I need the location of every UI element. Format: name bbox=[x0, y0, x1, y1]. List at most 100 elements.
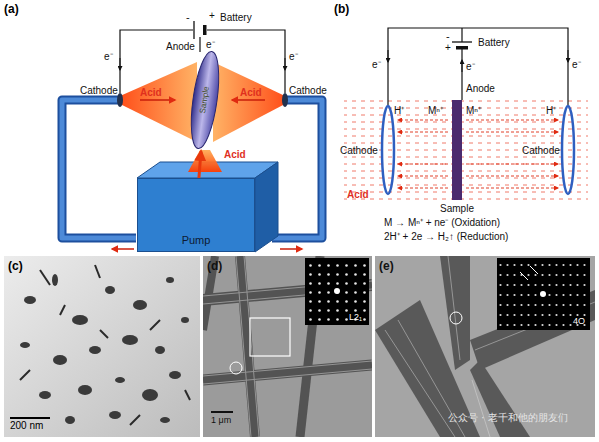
panel-letter: (c) bbox=[8, 260, 23, 272]
acid-flow-connector bbox=[199, 151, 201, 178]
pointer-arrow bbox=[520, 266, 538, 280]
tem-image bbox=[53, 355, 67, 365]
tem-image bbox=[105, 286, 115, 294]
ion-label: Mⁿ⁺ bbox=[428, 106, 443, 116]
panel-letter: (b) bbox=[334, 3, 349, 15]
equation-text: 2H⁺ + 2e → H₂↑ (Reduction) bbox=[384, 232, 508, 242]
battery-symbol bbox=[193, 21, 194, 39]
ion-flow-arrow bbox=[466, 176, 558, 177]
scale-label: 1 μm bbox=[211, 416, 231, 425]
battery-symbol bbox=[456, 46, 468, 50]
tem-image bbox=[203, 361, 372, 376]
tem-image bbox=[60, 305, 65, 315]
electron-label: e⁻ bbox=[289, 52, 298, 62]
tem-image bbox=[160, 417, 170, 423]
electron-label: e⁻ bbox=[466, 62, 475, 72]
panel-letter: (d) bbox=[207, 260, 222, 272]
tem-image bbox=[4, 256, 200, 437]
pattern-label: 4O bbox=[573, 317, 585, 326]
diffraction-background bbox=[305, 258, 369, 325]
acid-fountain bbox=[188, 150, 222, 172]
electron-label: e⁻ bbox=[372, 60, 381, 70]
acid-label: Acid bbox=[347, 190, 369, 200]
electron-arrow bbox=[120, 58, 121, 70]
pointer-arrow bbox=[530, 266, 538, 274]
ion-flow-arrow bbox=[398, 176, 448, 177]
electron-label: e⁻ bbox=[206, 40, 215, 50]
battery-symbol bbox=[203, 25, 207, 35]
electrode-label: Cathode bbox=[522, 146, 560, 156]
disk-outline bbox=[186, 50, 223, 150]
tem-image bbox=[375, 256, 595, 437]
ion-label: H⁺ bbox=[394, 106, 404, 116]
tem-panel: (e)4O bbox=[375, 256, 595, 437]
electrode-label: Cathode bbox=[340, 146, 378, 156]
diffraction-background bbox=[497, 258, 590, 330]
battery-sign: - bbox=[186, 12, 190, 23]
tem-image bbox=[65, 416, 75, 424]
acid-tube bbox=[62, 100, 136, 238]
pointer-arrow bbox=[520, 272, 528, 280]
ion-label: H⁺ bbox=[546, 106, 556, 116]
acid-flow-arrow bbox=[140, 99, 175, 101]
tem-image bbox=[181, 317, 189, 323]
tem-image bbox=[24, 296, 36, 304]
tem-image bbox=[185, 390, 190, 400]
tem-image bbox=[52, 274, 58, 286]
pump-face bbox=[137, 162, 278, 252]
scale-bar bbox=[10, 417, 50, 419]
acid-flow-arrow bbox=[232, 99, 265, 101]
tem-image bbox=[4, 256, 200, 437]
acid-cone bbox=[213, 62, 285, 142]
tem-image bbox=[244, 256, 259, 437]
tem-image bbox=[203, 365, 372, 380]
tem-panel: (d)1 μmL2₁ bbox=[203, 256, 372, 437]
tem-image bbox=[133, 300, 147, 310]
electron-arrow bbox=[462, 60, 463, 72]
tem-image bbox=[89, 346, 101, 354]
acid-label: Acid bbox=[240, 88, 262, 98]
tem-image bbox=[122, 335, 138, 345]
tem-image bbox=[375, 256, 595, 437]
tem-panel: (c) 200 nm bbox=[4, 256, 200, 437]
tem-image bbox=[20, 274, 189, 424]
diffraction-inset: 4O bbox=[497, 258, 590, 330]
tem-image bbox=[440, 256, 470, 370]
ion-flow-arrow bbox=[466, 188, 558, 189]
acid-bath bbox=[344, 95, 588, 203]
sample-label: Sample bbox=[440, 204, 474, 214]
tem-image bbox=[20, 370, 30, 380]
ion-flow-arrow bbox=[466, 132, 558, 133]
tem-image bbox=[100, 330, 108, 338]
tem-image bbox=[72, 315, 88, 325]
tem-image bbox=[472, 380, 490, 437]
anode-rod: Sample bbox=[452, 100, 462, 200]
tem-image bbox=[169, 371, 181, 379]
tem-image bbox=[203, 256, 372, 437]
component-label: Anode bbox=[466, 84, 495, 94]
battery-symbol bbox=[452, 41, 472, 42]
electron-arrow bbox=[285, 58, 286, 70]
tem-image bbox=[448, 256, 460, 360]
tem-image bbox=[20, 265, 190, 425]
component-label: Battery bbox=[220, 13, 252, 23]
diffraction-center bbox=[334, 288, 340, 294]
scale-label: 200 nm bbox=[10, 421, 43, 431]
watermark: 公众号 · 老千和他的朋友们 bbox=[448, 413, 568, 423]
acid-tube bbox=[272, 100, 322, 238]
tem-image bbox=[240, 256, 255, 437]
diffraction-spots bbox=[305, 258, 369, 325]
acid-label: Acid bbox=[224, 150, 246, 160]
tem-image bbox=[78, 385, 92, 395]
acid-cone bbox=[120, 62, 197, 142]
battery-sign: - bbox=[446, 31, 450, 42]
electron-label: e⁻ bbox=[104, 52, 113, 62]
cathode-ring bbox=[562, 106, 574, 194]
circuit-wire bbox=[461, 28, 462, 42]
selection-circle bbox=[230, 362, 242, 374]
tem-image bbox=[40, 270, 50, 285]
tem-image bbox=[166, 277, 174, 283]
tem-image bbox=[236, 256, 251, 437]
tem-image bbox=[375, 256, 595, 437]
